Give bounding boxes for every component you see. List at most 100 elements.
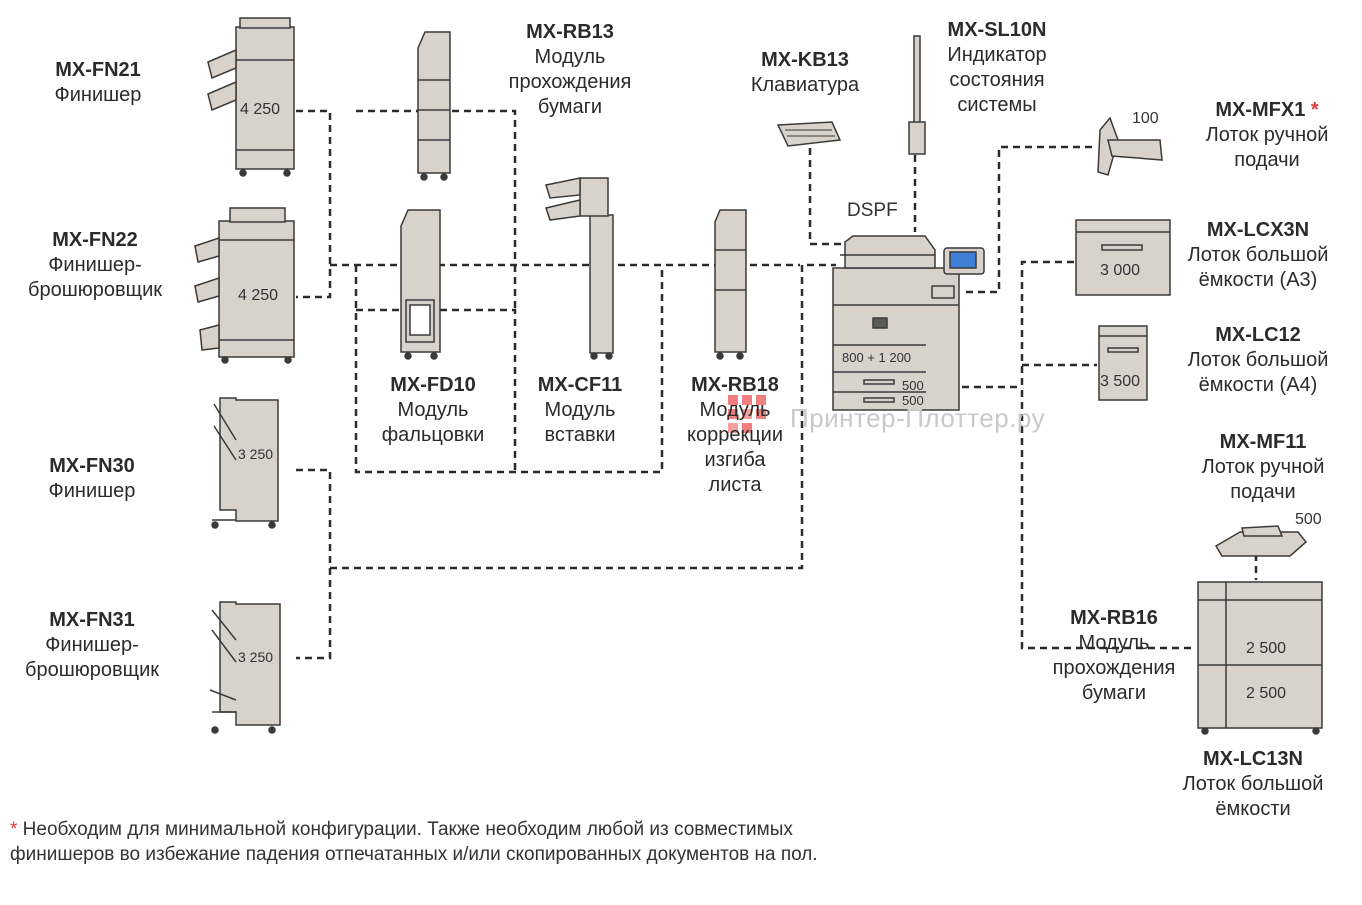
lc13n-label: MX-LC13N Лоток большой ёмкости (1168, 747, 1338, 822)
fn21-finisher-device (207, 17, 295, 177)
sl10n-desc-2: состояния (949, 69, 1045, 91)
rb16-desc-2: прохождения (1052, 657, 1176, 679)
fn21-capacity: 4 250 (240, 101, 281, 118)
rb16-model: MX-RB16 (1070, 607, 1158, 629)
fn22-desc-1: Финишер- (48, 254, 142, 276)
rb16-label: MX-RB16 Модуль прохождения бумаги (1034, 606, 1194, 706)
rb13-label: MX-RB13 Модуль прохождения бумаги (490, 20, 650, 120)
rb16-desc-3: бумаги (1081, 682, 1147, 704)
main-trays-capacity: 800 + 1 200 (842, 350, 912, 365)
mfx1-desc-2: подачи (1234, 149, 1300, 171)
kb13-label: MX-KB13 Клавиатура (730, 48, 880, 98)
tray-a-capacity: 500 (902, 378, 924, 393)
lcx3n-model: MX-LCX3N (1206, 219, 1310, 241)
footnote-star: * (10, 819, 18, 840)
rb13-desc-3: бумаги (537, 96, 603, 118)
fd10-label: MX-FD10 Модуль фальцовки (358, 373, 508, 448)
lc12-desc-2: ёмкости (А4) (1198, 374, 1318, 396)
mfx1-capacity: 100 (1132, 110, 1159, 127)
fn31-finisher-device (209, 601, 281, 734)
rb13-desc-2: прохождения (508, 71, 632, 93)
sl10n-label: MX-SL10N Индикатор состояния системы (924, 18, 1070, 118)
status-indicator-device (908, 35, 926, 155)
mfx1-model: MX-MFX1 * (1182, 98, 1352, 123)
rb16-desc-1: Модуль (1078, 632, 1150, 654)
footnote-text: Необходим для минимальной конфигурации. … (10, 819, 818, 865)
lc12-model: MX-LC12 (1215, 324, 1301, 346)
main-mfp-device (832, 235, 985, 411)
kb13-desc: Клавиатура (750, 74, 860, 96)
cf11-inserter-device (545, 177, 614, 360)
rb13-model: MX-RB13 (526, 21, 614, 43)
fn31-desc-1: Финишер- (45, 634, 139, 656)
rb18-model: MX-RB18 (691, 374, 779, 396)
fn31-label: MX-FN31 Финишер- брошюровщик (0, 608, 184, 683)
lc13n-model: MX-LC13N (1202, 748, 1303, 770)
fd10-desc-1: Модуль (397, 399, 469, 421)
rb13-desc-1: Модуль (534, 46, 606, 68)
mfx1-star: * (1310, 99, 1319, 121)
dspf-label: DSPF (847, 200, 898, 221)
lcx3n-desc-2: ёмкости (А3) (1198, 269, 1318, 291)
cf11-label: MX-CF11 Модуль вставки (515, 373, 645, 448)
lc13n-desc-2: ёмкости (1215, 798, 1291, 820)
fn22-label: MX-FN22 Финишер- брошюровщик (0, 228, 190, 303)
cf11-desc-1: Модуль (544, 399, 616, 421)
fn30-finisher-device (211, 397, 279, 529)
fn22-model: MX-FN22 (52, 229, 138, 251)
mf11-capacity: 500 (1295, 511, 1322, 528)
fn22-finisher-device (194, 207, 295, 364)
cf11-desc-2: вставки (544, 424, 616, 446)
mfx1-label: MX-MFX1 * Лоток ручной подачи (1182, 98, 1352, 173)
lc12-lct-device (1098, 325, 1148, 401)
lc12-capacity: 3 500 (1100, 373, 1141, 390)
rb13-transport-device (417, 31, 451, 181)
fn21-label: MX-FN21 Финишер (20, 58, 176, 108)
sl10n-desc-3: системы (957, 94, 1037, 116)
fn21-desc: Финишер (54, 84, 142, 106)
keyboard-device (776, 121, 842, 147)
rb18-desc-3: изгиба (704, 449, 766, 471)
fn31-model: MX-FN31 (49, 609, 135, 631)
fd10-desc-2: фальцовки (381, 424, 485, 446)
lcx3n-lct-device (1075, 219, 1171, 296)
mf11-label: MX-MF11 Лоток ручной подачи (1188, 430, 1338, 505)
rb18-desc-4: листа (708, 474, 762, 496)
rb18-decurler-device (714, 209, 747, 360)
fn22-capacity: 4 250 (238, 287, 279, 304)
tray-b-capacity: 500 (902, 393, 924, 408)
fn31-desc-2: брошюровщик (25, 659, 159, 681)
lc13n-desc-1: Лоток большой (1182, 773, 1324, 795)
mfx1-bypass-device (1097, 116, 1163, 176)
cf11-model: MX-CF11 (537, 374, 623, 396)
mf11-desc-2: подачи (1230, 481, 1296, 503)
mfx1-desc-1: Лоток ручной (1205, 124, 1329, 146)
fn30-model: MX-FN30 (49, 455, 135, 477)
lc12-desc-1: Лоток большой (1187, 349, 1329, 371)
lc12-label: MX-LC12 Лоток большой ёмкости (А4) (1178, 323, 1338, 398)
watermark-logo (728, 395, 766, 433)
lcx3n-desc-1: Лоток большой (1187, 244, 1329, 266)
watermark-text: Принтер-Плоттер.ру (790, 403, 1046, 433)
fn22-desc-2: брошюровщик (28, 279, 162, 301)
fn31-capacity: 3 250 (238, 649, 274, 665)
fn30-label: MX-FN30 Финишер (14, 454, 170, 504)
footnote: * Необходим для минимальной конфигурации… (10, 817, 850, 867)
lcx3n-capacity: 3 000 (1100, 262, 1141, 279)
sl10n-model: MX-SL10N (947, 19, 1047, 41)
rb18-desc-2: коррекции (686, 424, 783, 446)
lcx3n-label: MX-LCX3N Лоток большой ёмкости (А3) (1178, 218, 1338, 293)
fd10-folding-device (400, 209, 441, 360)
mf11-bypass-device (1214, 525, 1308, 557)
rb18-desc-1: Модуль (699, 399, 771, 421)
lc13n-capacity-top: 2 500 (1246, 640, 1287, 657)
lc13n-capacity-bottom: 2 500 (1246, 685, 1287, 702)
kb13-model: MX-KB13 (761, 49, 849, 71)
mfx1-model-text: MX-MFX1 (1215, 99, 1306, 121)
fn30-capacity: 3 250 (238, 446, 274, 462)
rb18-label: MX-RB18 Модуль коррекции изгиба листа (670, 373, 800, 498)
devices (194, 17, 1323, 735)
mf11-model: MX-MF11 (1219, 431, 1307, 453)
mf11-desc-1: Лоток ручной (1201, 456, 1325, 478)
